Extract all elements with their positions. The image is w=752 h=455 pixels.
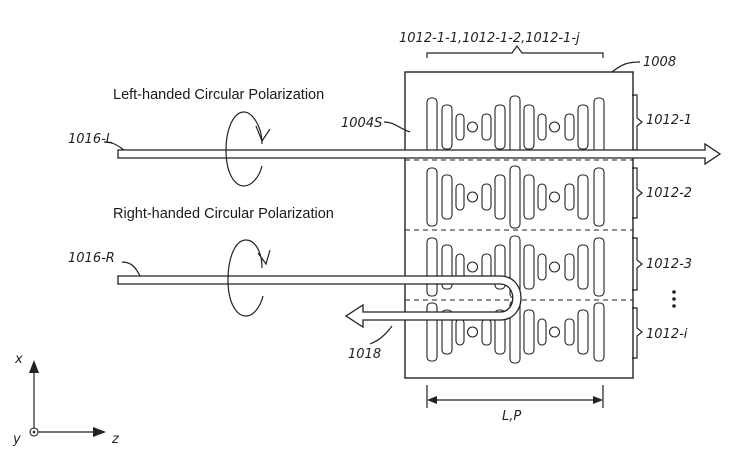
- axis-y-label: y: [12, 432, 21, 447]
- row-label-2: 1012-2: [646, 186, 692, 201]
- nanopillar-row3-4: [466, 261, 479, 273]
- row-braces: [632, 94, 643, 359]
- nanopillar-row1-5: [481, 113, 492, 141]
- coordinate-axes: [29, 360, 106, 437]
- period-dimension: [426, 385, 604, 408]
- nanopillar-row1-7: [509, 95, 521, 159]
- nanopillar-row4-2: [441, 309, 453, 355]
- nanopillar-row2-12: [577, 174, 589, 220]
- beam-1016-r-label: 1016-R: [68, 251, 115, 266]
- row-separators: [405, 159, 633, 301]
- nanopillar-row1-6: [494, 104, 506, 150]
- nanopillar-row2-2: [441, 174, 453, 220]
- nanopillar-row4-6: [494, 309, 506, 355]
- nanopillar-row1-4: [466, 121, 479, 133]
- rhcp-rotation-arrowhead: [257, 249, 271, 266]
- rhcp-rotation-icon: [227, 239, 264, 317]
- metasurface-leader: [383, 121, 411, 133]
- nanopillar-row4-11: [564, 318, 575, 346]
- nanopillar-row1-8: [523, 104, 535, 150]
- nanopillar-row4-5: [481, 318, 492, 346]
- beam-1016-l-label: 1016-L: [68, 132, 113, 147]
- nanopillar-row3-10: [548, 261, 561, 273]
- nanopillar-row1-9: [537, 113, 547, 141]
- nanopillar-row3-13: [593, 237, 605, 297]
- lhcp-heading: Left-handed Circular Polarization: [113, 87, 324, 103]
- period-label: L,P: [502, 409, 521, 424]
- ellipsis-dots: [672, 290, 676, 308]
- nanopillar-row3-11: [564, 253, 575, 281]
- nanopillar-row2-5: [481, 183, 492, 211]
- nanopillar-row4-9: [537, 318, 547, 346]
- nanopillar-row3-1: [426, 237, 438, 297]
- lhcp-rotation-icon: [225, 111, 263, 187]
- nanopillar-row2-11: [564, 183, 575, 211]
- nanopillar-row1-2: [441, 104, 453, 150]
- substrate-label: 1008: [643, 55, 676, 70]
- nanopillar-row3-9: [537, 253, 547, 281]
- axis-x-label: x: [14, 352, 23, 367]
- nanopillar-row1-10: [548, 121, 561, 133]
- nanopillar-row4-12: [577, 309, 589, 355]
- row-label-3: 1012-3: [646, 257, 692, 272]
- elements-label: 1012-1-1,1012-1-2,1012-1-j: [399, 31, 580, 46]
- metasurface-label: 1004S: [341, 116, 382, 131]
- row-label-1: 1012-1: [646, 113, 692, 128]
- nanopillar-row2-4: [466, 191, 479, 203]
- nanopillar-row4-3: [455, 318, 465, 346]
- nanopillar-row2-13: [593, 167, 605, 227]
- nanopillar-row1-12: [577, 104, 589, 150]
- nanopillar-row3-12: [577, 244, 589, 290]
- beam-1016-l-leader: [103, 141, 125, 151]
- reflected-leader: [369, 325, 393, 345]
- nanopillar-row2-3: [455, 183, 465, 211]
- nanopillar-row1-11: [564, 113, 575, 141]
- nanopillar-row4-13: [593, 302, 605, 362]
- nanopillar-row4-10: [548, 326, 561, 338]
- nanopillar-row4-4: [466, 326, 479, 338]
- rhcp-heading: Right-handed Circular Polarization: [113, 206, 334, 222]
- nanopillar-row2-6: [494, 174, 506, 220]
- axis-z-label: z: [111, 432, 120, 447]
- nanopillar-row3-8: [523, 244, 535, 290]
- nanopillar-row1-1: [426, 97, 438, 157]
- nanopillar-row1-3: [455, 113, 465, 141]
- substrate-leader: [611, 61, 641, 73]
- nanopillar-row2-8: [523, 174, 535, 220]
- nanopillar-row2-10: [548, 191, 561, 203]
- nanopillar-row2-1: [426, 167, 438, 227]
- nanopillar-row2-9: [537, 183, 547, 211]
- row-label-i: 1012-i: [646, 327, 688, 342]
- top-brace: [426, 44, 604, 58]
- nanopillar-row1-13: [593, 97, 605, 157]
- beam-1016-l: [117, 142, 722, 166]
- nanopillar-row2-7: [509, 165, 521, 229]
- beam-1016-r-leader: [121, 261, 141, 277]
- nanopillar-row4-8: [523, 309, 535, 355]
- reflected-label: 1018: [348, 347, 381, 362]
- beam-1016-r: [117, 275, 522, 329]
- lhcp-rotation-arrowhead: [255, 125, 271, 143]
